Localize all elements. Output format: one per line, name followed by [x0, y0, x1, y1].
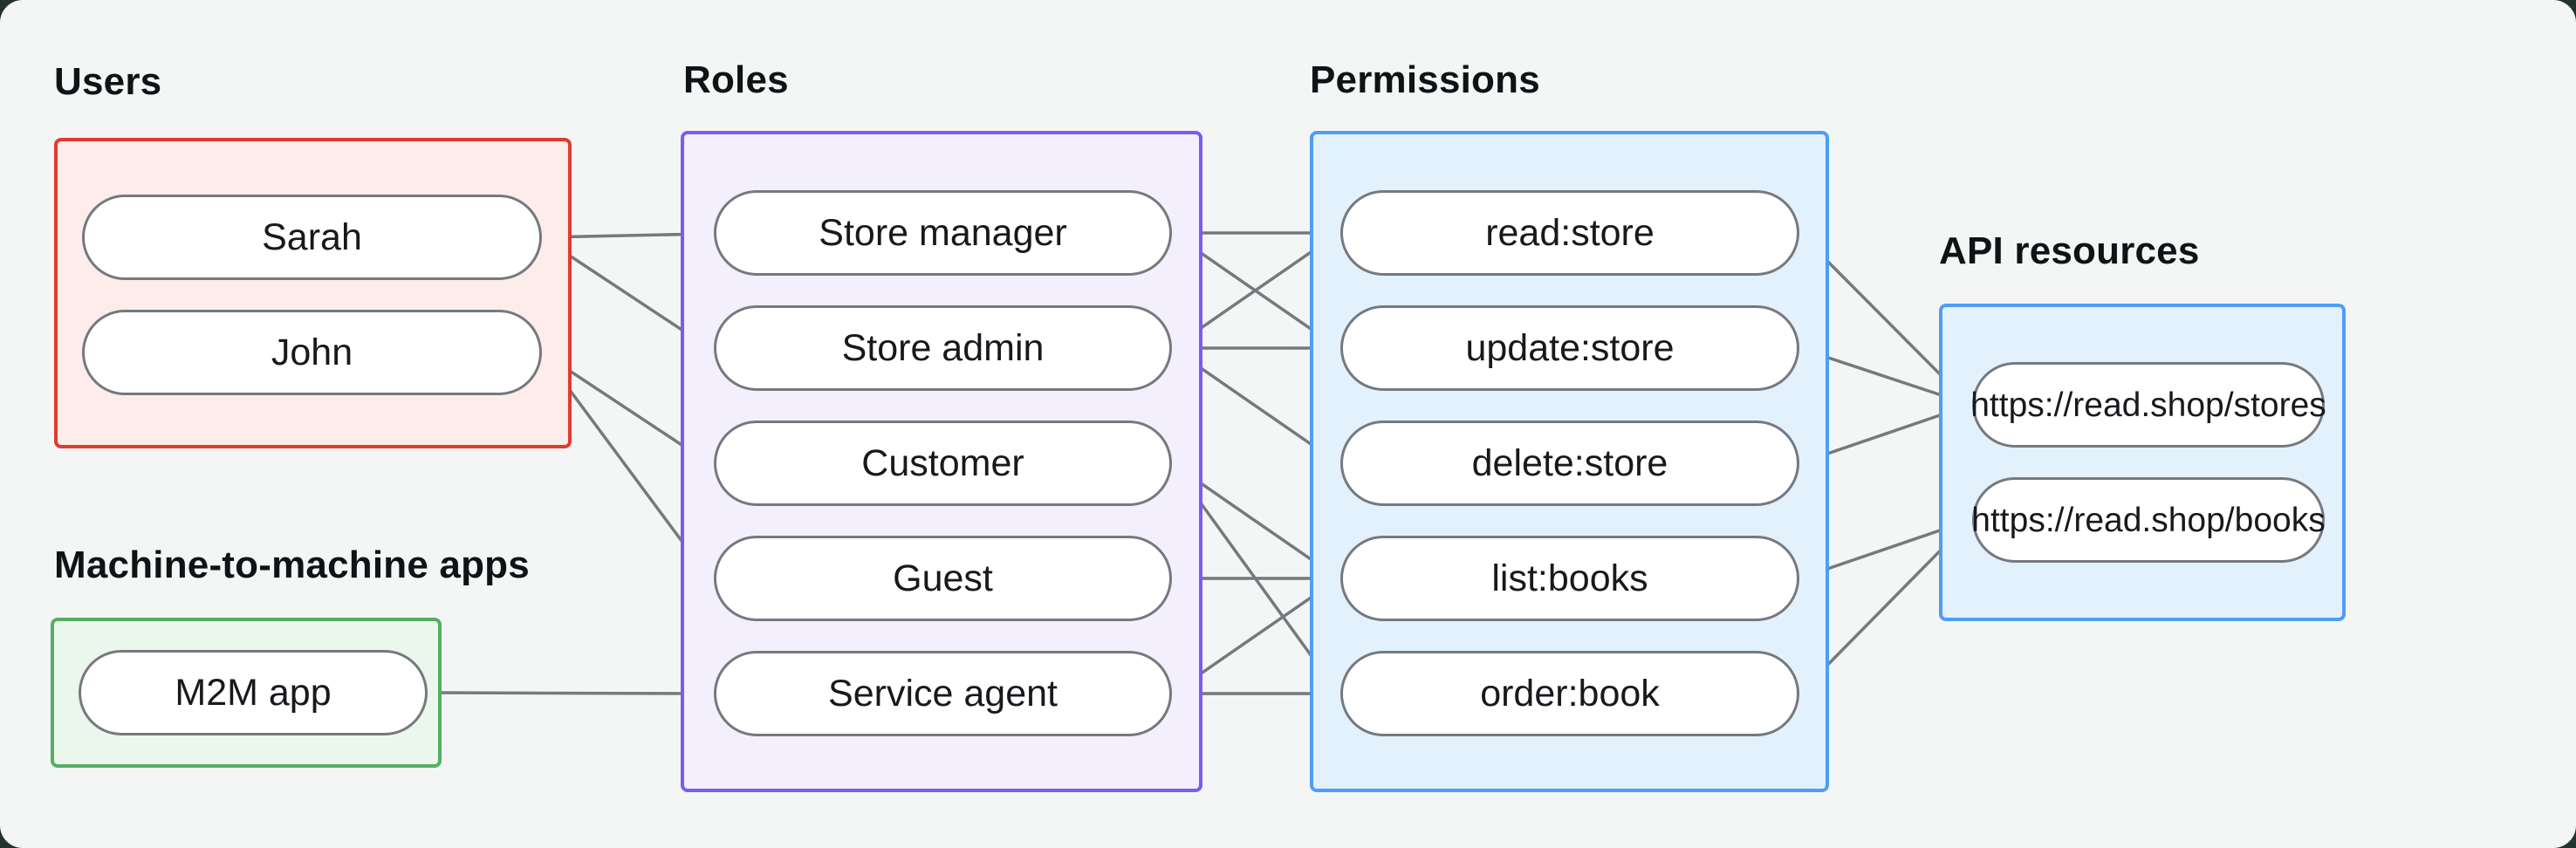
node-m2m-app: M2M app: [79, 650, 428, 735]
users-group-box: [54, 138, 572, 448]
node-guest: Guest: [714, 536, 1172, 621]
node-books-api: https://read.shop/books: [1971, 477, 2326, 563]
node-list-books: list:books: [1340, 536, 1799, 621]
node-sarah: Sarah: [82, 195, 542, 280]
node-order-book: order:book: [1340, 651, 1799, 736]
node-stores-api: https://read.shop/stores: [1970, 362, 2326, 448]
node-customer: Customer: [714, 421, 1172, 506]
node-delete-store: delete:store: [1340, 421, 1799, 506]
node-service-agent: Service agent: [714, 651, 1172, 736]
node-store-manager: Store manager: [714, 190, 1172, 276]
permissions-group-label: Permissions: [1310, 58, 1540, 101]
node-store-admin: Store admin: [714, 305, 1172, 391]
api-resources-group-box: [1939, 304, 2346, 621]
edge-m2m-app-service-agent: [427, 691, 710, 695]
node-john: John: [82, 310, 542, 395]
users-group-label: Users: [54, 60, 162, 103]
api-resources-group-label: API resources: [1939, 229, 2200, 272]
node-read-store: read:store: [1340, 190, 1799, 276]
m2m-group-label: Machine-to-machine apps: [54, 544, 530, 586]
node-update-store: update:store: [1340, 305, 1799, 391]
roles-group-label: Roles: [683, 58, 789, 101]
